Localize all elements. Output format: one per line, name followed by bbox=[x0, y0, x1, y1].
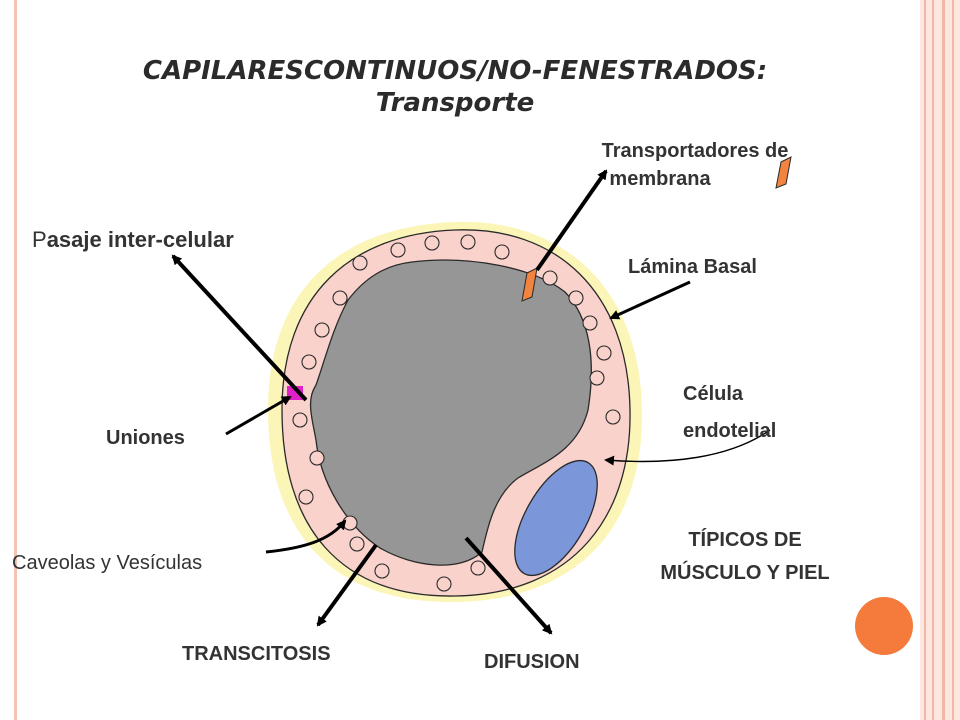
pointer-endothelial-cell bbox=[604, 429, 771, 466]
label-transporters-line1: Transportadores de bbox=[601, 140, 789, 162]
endothelial-nucleus bbox=[514, 459, 598, 577]
label-junctions: Uniones bbox=[106, 427, 185, 449]
membrane-transporter bbox=[521, 267, 538, 302]
decorative-orange-circle bbox=[855, 597, 913, 655]
pointer-basal-lamina bbox=[609, 280, 691, 320]
arrow-intercellular-passage bbox=[171, 254, 308, 402]
right-frame-stripes bbox=[920, 0, 960, 720]
label-typical-line1: TÍPICOS DE bbox=[688, 529, 802, 551]
label-transporters-line2: membrana bbox=[609, 168, 711, 190]
transporter-legend-icon bbox=[775, 156, 792, 189]
label-caveolae-vesicles: Caveolas y Vesículas bbox=[12, 552, 203, 574]
label-transcytosis: TRANSCITOSIS bbox=[182, 643, 331, 665]
arrow-transcytosis bbox=[316, 543, 378, 627]
label-cell: Célula bbox=[683, 383, 744, 405]
caveolae-vesicles bbox=[292, 234, 621, 592]
pointer-junctions bbox=[225, 395, 292, 436]
slide-title-line2: Transporte bbox=[375, 88, 535, 118]
label-typical-line2: MÚSCULO Y PIEL bbox=[660, 562, 830, 584]
pointer-caveolae bbox=[265, 519, 347, 554]
arrow-diffusion bbox=[464, 536, 553, 635]
arrow-transporters bbox=[535, 169, 608, 272]
label-intercellular-passage: Pasaje inter-celular bbox=[32, 227, 234, 252]
slide-title-line1: CAPILARESCONTINUOS/NO-FENESTRADOS: bbox=[142, 56, 768, 86]
capillary-lumen bbox=[309, 259, 592, 566]
left-frame-line bbox=[14, 0, 17, 720]
label-endothelial: endotelial bbox=[683, 420, 777, 442]
label-diffusion: DIFUSION bbox=[484, 651, 580, 673]
label-basal-lamina: Lámina Basal bbox=[628, 256, 757, 278]
